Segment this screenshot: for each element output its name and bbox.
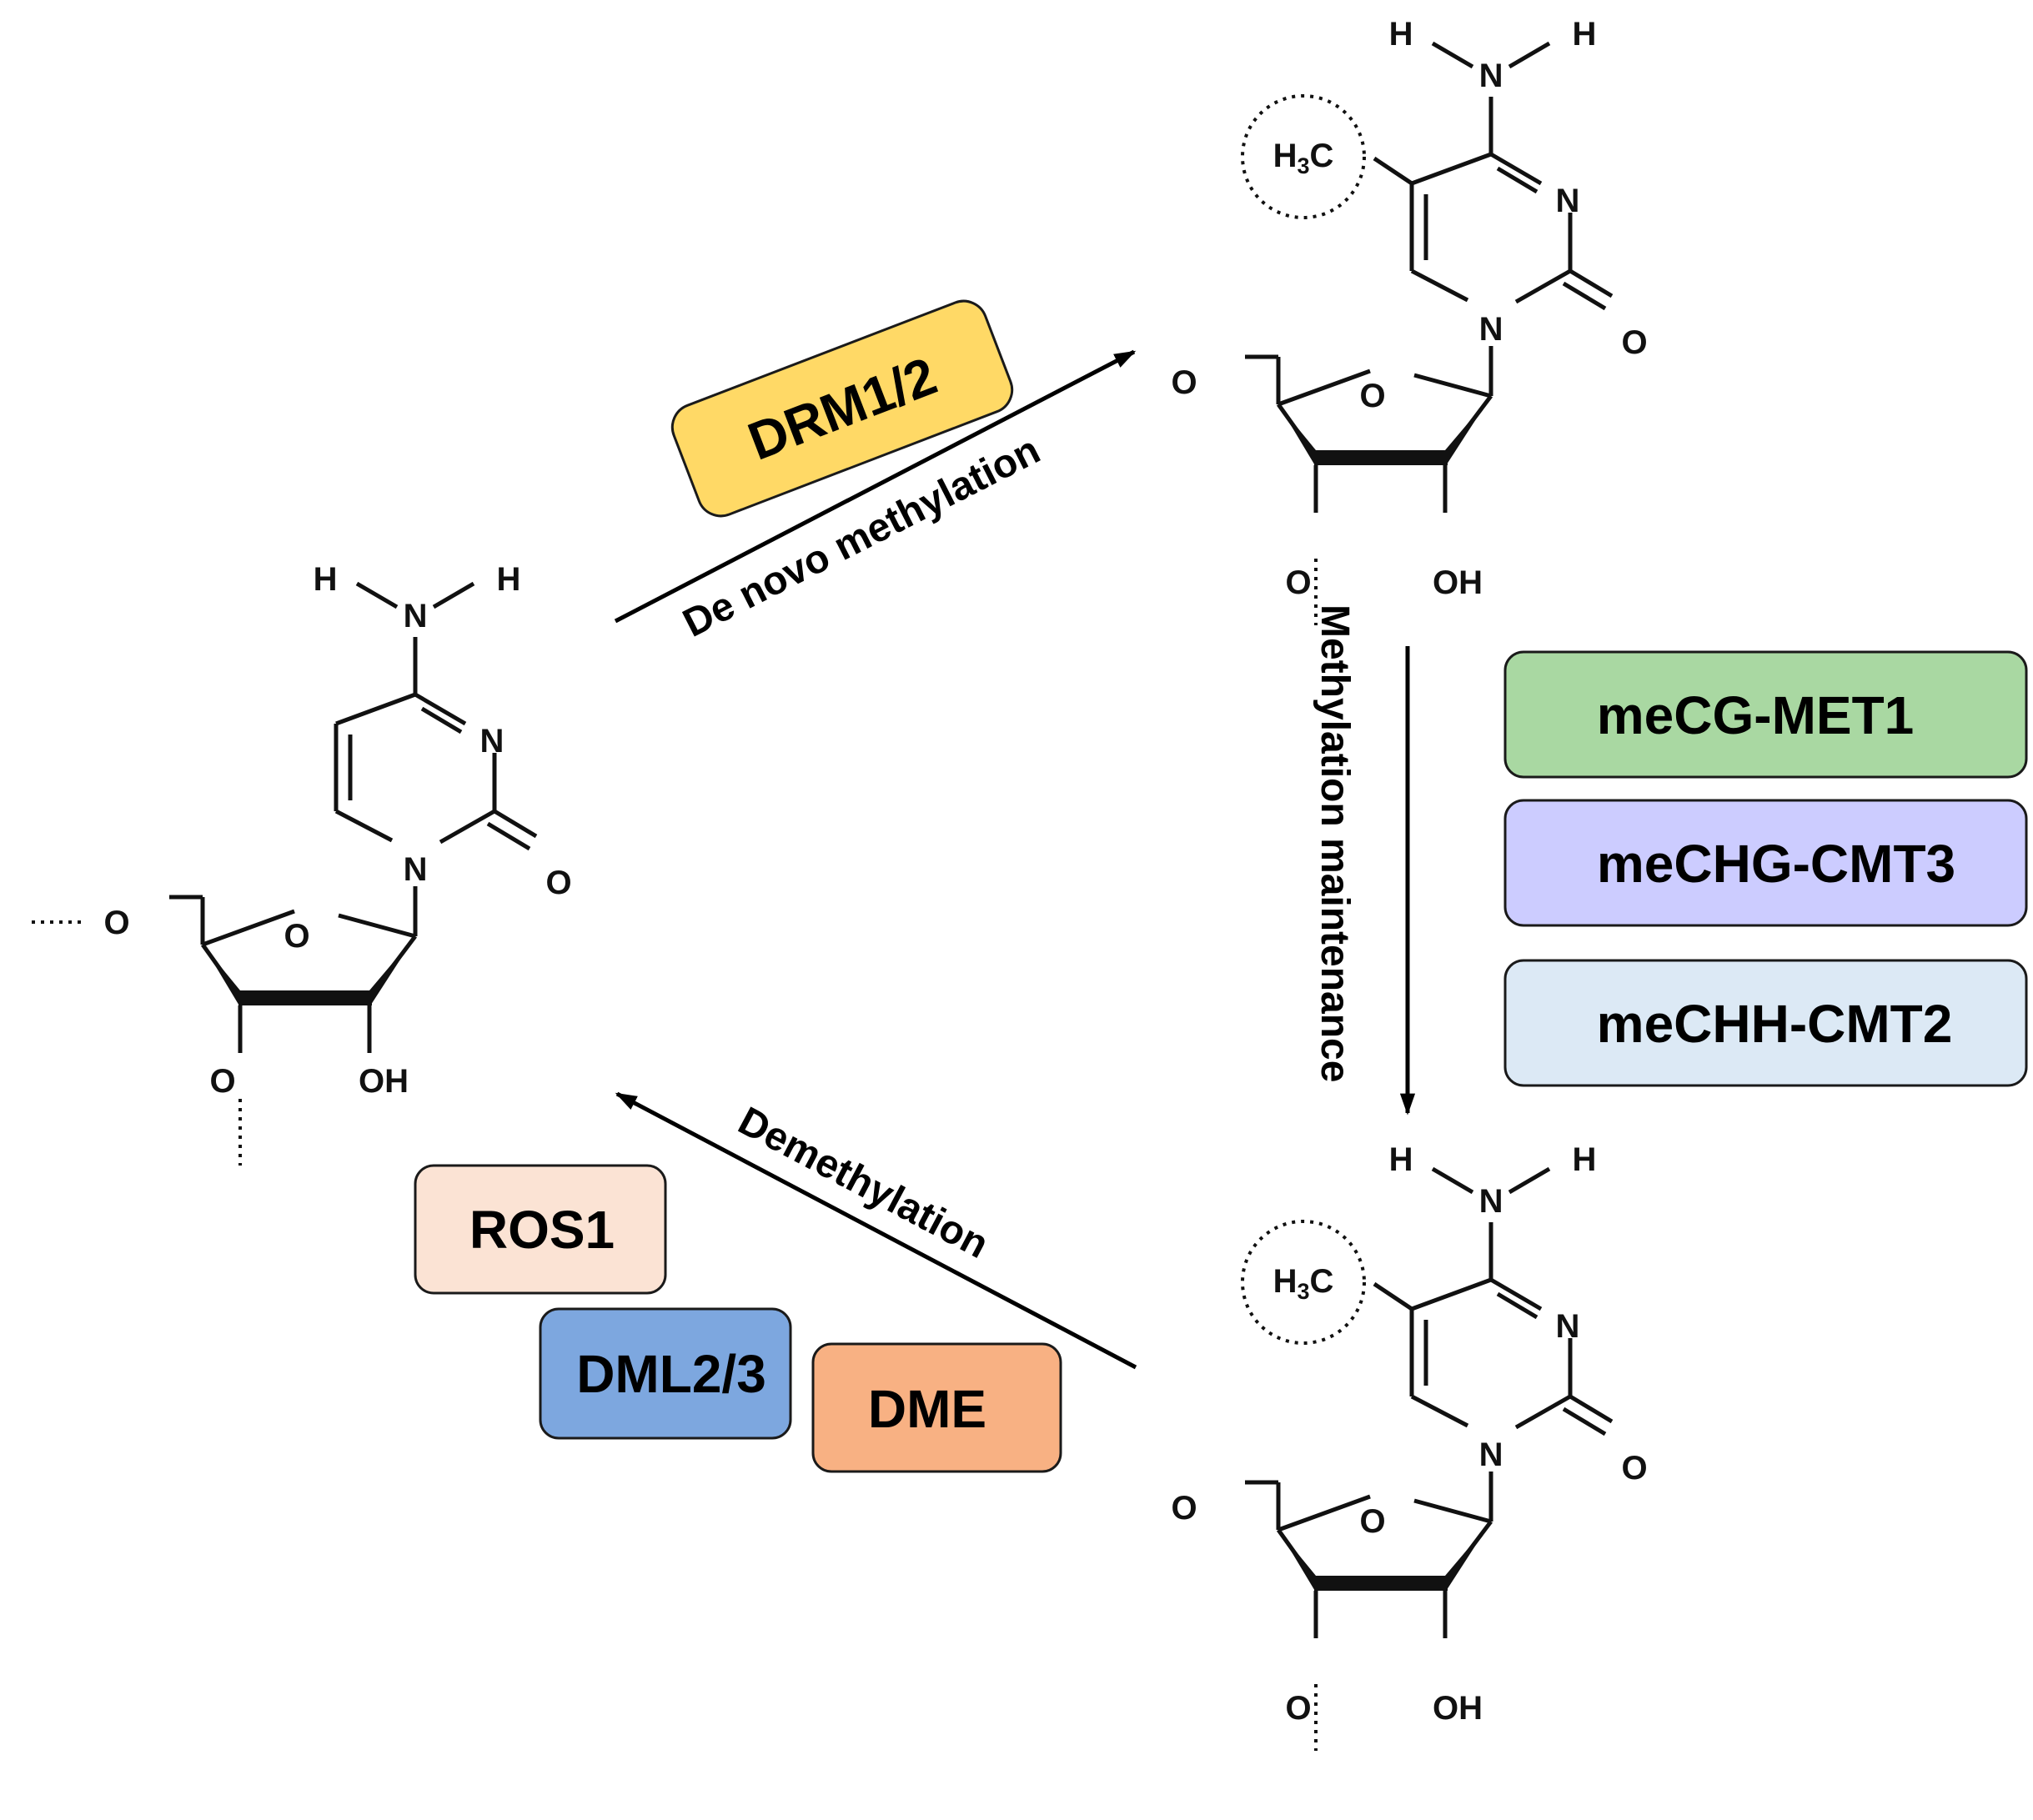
- cytidine-molecule: H H N N O N O O O OH: [32, 561, 572, 1166]
- atom-label: O: [284, 918, 309, 955]
- atom-label: OH: [359, 1063, 409, 1100]
- atom-label: N: [1479, 1436, 1503, 1473]
- atom-label: H: [497, 561, 521, 598]
- enzyme-label-met1: meCG-MET1: [1597, 685, 1915, 745]
- enzyme-box-met1: meCG-MET1: [1503, 650, 2028, 779]
- methyl-group-label: H3C: [1273, 1263, 1334, 1304]
- atom-label: N: [1479, 311, 1503, 348]
- atom-label: N: [1479, 1183, 1503, 1220]
- atom-label: N: [1479, 58, 1503, 94]
- atom-label: O: [1171, 1490, 1197, 1527]
- enzyme-label-cmt2: meCHH-CMT2: [1597, 994, 1953, 1054]
- atom-label: O: [209, 1063, 235, 1100]
- enzyme-label-ros1: ROS1: [469, 1200, 615, 1260]
- atom-label: H: [1389, 16, 1413, 53]
- de-novo-arrow: [614, 349, 1137, 624]
- atom-label: O: [1621, 324, 1647, 361]
- atom-label: O: [1359, 378, 1385, 414]
- atom-label: OH: [1433, 564, 1483, 601]
- atom-label: H: [1573, 16, 1597, 53]
- enzyme-box-cmt3: meCHG-CMT3: [1503, 799, 2028, 927]
- atom-label: O: [103, 905, 129, 941]
- methylcytidine-molecule-bottom: H3C H H N N O N O O O OH: [1171, 1141, 1648, 1751]
- atom-label: O: [1359, 1503, 1385, 1540]
- atom-label: O: [1285, 1690, 1311, 1727]
- atom-label: H: [1573, 1141, 1597, 1178]
- enzyme-label-dme: DME: [868, 1379, 986, 1439]
- methylation-maintenance-label: Methylation maintenance: [1313, 604, 1357, 1082]
- methylcytidine-molecule-top: H3C H H N N O N O O O OH: [1171, 16, 1648, 625]
- atom-label: N: [404, 851, 428, 888]
- atom-label: N: [480, 723, 504, 760]
- atom-label: O: [545, 865, 571, 901]
- atom-label: O: [1621, 1450, 1647, 1487]
- demethylation-label: Demethylation: [731, 1099, 996, 1267]
- enzyme-box-ros1: ROS1: [414, 1164, 667, 1295]
- methyl-group-label: H3C: [1273, 138, 1334, 178]
- atom-label: H: [1389, 1141, 1413, 1178]
- atom-label: OH: [1433, 1690, 1483, 1727]
- enzyme-label-dml: DML2/3: [576, 1344, 766, 1404]
- demethylation-arrow: [615, 1091, 1137, 1370]
- atom-label: O: [1285, 564, 1311, 601]
- enzyme-label-cmt3: meCHG-CMT3: [1597, 834, 1955, 894]
- atom-label: N: [1556, 183, 1580, 219]
- atom-label: N: [404, 598, 428, 634]
- enzyme-box-dml: DML2/3: [539, 1307, 792, 1440]
- enzyme-box-cmt2: meCHH-CMT2: [1503, 959, 2028, 1087]
- atom-label: H: [314, 561, 338, 598]
- atom-label: N: [1556, 1308, 1580, 1345]
- enzyme-box-dme: DME: [811, 1342, 1062, 1473]
- atom-label: O: [1171, 364, 1197, 401]
